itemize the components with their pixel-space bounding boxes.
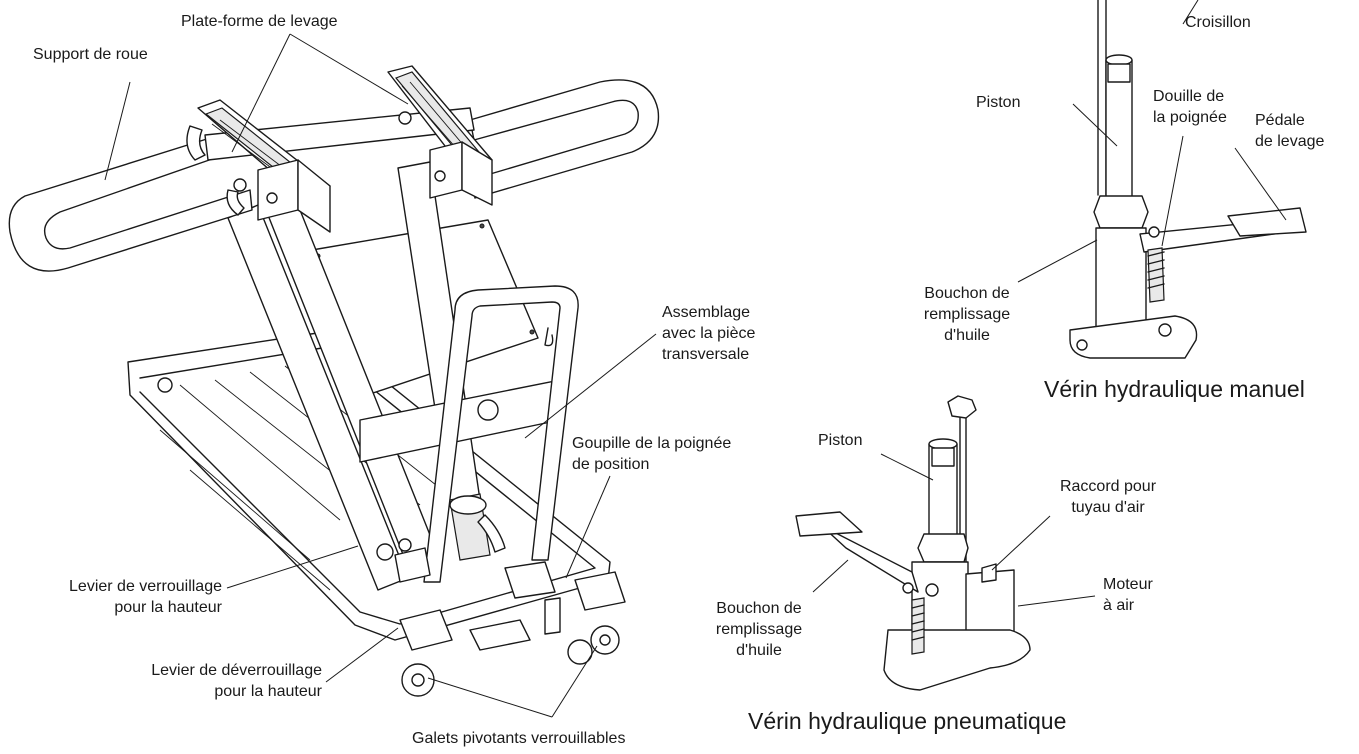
label-pedale-de-levage: Pédale de levage (1255, 112, 1325, 150)
jack-and-wheels (376, 399, 626, 697)
label-moteur-a-air: Moteur à air (1103, 576, 1153, 614)
handle-frame (423, 285, 579, 583)
label-levier-deverrouillage: Levier de déverrouillage pour la hauteur (151, 662, 322, 700)
label-bouchon-manuel: Bouchon de remplissage d'huile (923, 285, 1011, 344)
lifting-platform-right (387, 65, 493, 206)
label-piston-pneumatique: Piston (818, 432, 863, 449)
label-levier-verrouillage: Levier de verrouillage pour la hauteur (69, 578, 222, 616)
leader-lines (104, 0, 1287, 718)
label-piston-manuel: Piston (976, 94, 1021, 111)
pneumatic-jack-illustration (795, 395, 1031, 691)
label-goupille: Goupille de la poignée de position (572, 435, 732, 473)
label-bouchon-pneumatique: Bouchon de remplissage d'huile (715, 600, 803, 659)
label-galets-pivotants: Galets pivotants verrouillables (412, 730, 626, 747)
wheel-support-tube (8, 79, 660, 272)
label-douille-poignee: Douille de la poignée (1153, 88, 1227, 126)
lifting-platform-left (197, 99, 331, 233)
label-raccord-tuyau: Raccord pour tuyau d'air (1059, 478, 1157, 516)
label-assemblage: Assemblage avec la pièce transversale (662, 304, 756, 363)
manual-jack-illustration (1069, 0, 1307, 359)
caption-verin-manuel: Vérin hydraulique manuel (1044, 376, 1305, 402)
label-croisillon: Croisillon (1185, 14, 1251, 31)
caption-verin-pneumatique: Vérin hydraulique pneumatique (748, 708, 1067, 734)
label-plate-forme-de-levage: Plate-forme de levage (181, 13, 338, 30)
lift-table-illustration (8, 65, 660, 697)
scissor-arms (227, 161, 561, 591)
label-support-de-roue: Support de roue (33, 46, 148, 63)
